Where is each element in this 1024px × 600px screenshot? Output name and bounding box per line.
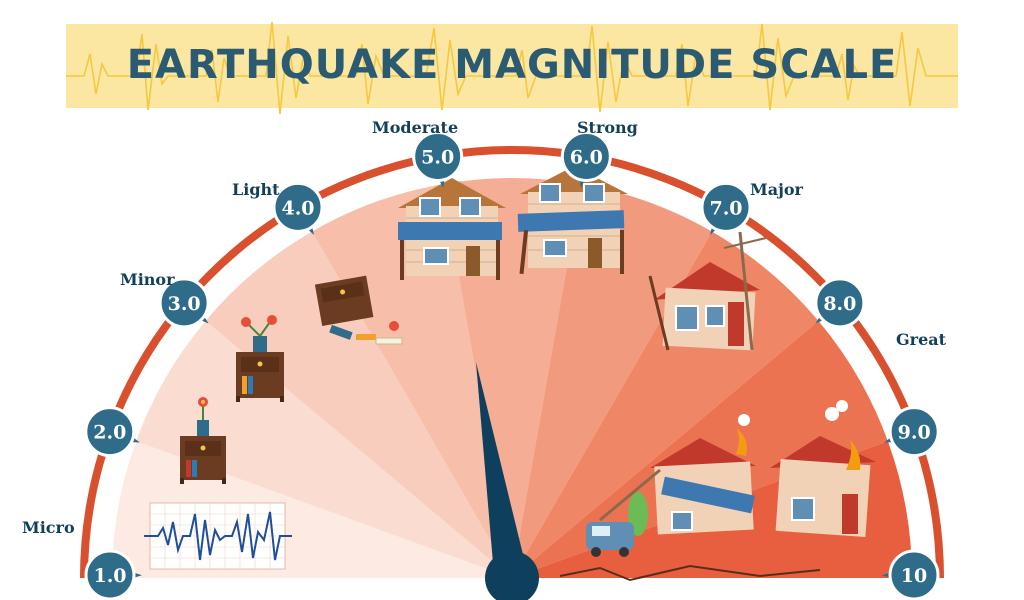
magnitude-marker: 7.0 bbox=[700, 181, 752, 236]
magnitude-marker: 9.0 bbox=[884, 406, 940, 458]
category-label-micro: Micro bbox=[22, 518, 75, 537]
magnitude-label: 2.0 bbox=[93, 422, 126, 444]
gauge-pivot bbox=[485, 551, 539, 600]
damaged-house-icon bbox=[648, 231, 767, 351]
magnitude-marker: 8.0 bbox=[814, 277, 866, 329]
magnitude-label: 9.0 bbox=[898, 422, 931, 444]
magnitude-marker: 4.0 bbox=[272, 181, 324, 236]
gauge-sector bbox=[205, 231, 513, 578]
magnitude-marker: 10 bbox=[882, 549, 940, 600]
seismic-wave-icon bbox=[66, 21, 958, 115]
category-label-strong: Strong bbox=[577, 118, 638, 137]
category-label-moderate: Moderate bbox=[372, 118, 459, 137]
category-label-light: Light bbox=[232, 180, 280, 199]
magnitude-marker: 5.0 bbox=[412, 131, 464, 189]
tipped-nightstand-icon bbox=[314, 275, 403, 345]
nightstand-flower-icon bbox=[180, 397, 226, 484]
magnitude-marker: 3.0 bbox=[158, 277, 210, 329]
magnitude-markers: 1.0 2.0 3.0 4.0 5.0 6.0 7.0 8.0 9.0 10 bbox=[84, 131, 940, 600]
page-title: EARTHQUAKE MAGNITUDE SCALE bbox=[126, 42, 898, 88]
category-label-major: Major bbox=[750, 180, 803, 199]
destroyed-town-icon bbox=[559, 400, 876, 582]
category-label-minor: Minor bbox=[120, 270, 175, 289]
gauge-sector bbox=[512, 184, 712, 578]
magnitude-label: 4.0 bbox=[281, 197, 314, 219]
scale-arc bbox=[80, 146, 944, 579]
nightstand-two-flowers-icon bbox=[236, 315, 284, 402]
magnitude-label: 10 bbox=[901, 565, 927, 587]
house-moderate-icon bbox=[398, 178, 506, 280]
magnitude-marker: 2.0 bbox=[84, 406, 140, 458]
title-banner bbox=[66, 24, 958, 108]
house-strong-icon bbox=[517, 166, 628, 275]
magnitude-marker: 6.0 bbox=[560, 131, 612, 189]
magnitude-marker: 1.0 bbox=[84, 549, 142, 600]
magnitude-label: 5.0 bbox=[421, 147, 454, 169]
gauge-needle bbox=[476, 362, 528, 575]
category-label-great: Great bbox=[896, 330, 947, 349]
magnitude-label: 3.0 bbox=[168, 293, 201, 315]
magnitude-label: 8.0 bbox=[823, 293, 856, 315]
gauge-sector bbox=[442, 178, 582, 578]
gauge-sector bbox=[136, 320, 512, 578]
seismograph-icon bbox=[144, 502, 292, 570]
magnitude-label: 1.0 bbox=[93, 565, 126, 587]
magnitude-label: 7.0 bbox=[709, 197, 742, 219]
magnitude-label: 6.0 bbox=[570, 147, 603, 169]
